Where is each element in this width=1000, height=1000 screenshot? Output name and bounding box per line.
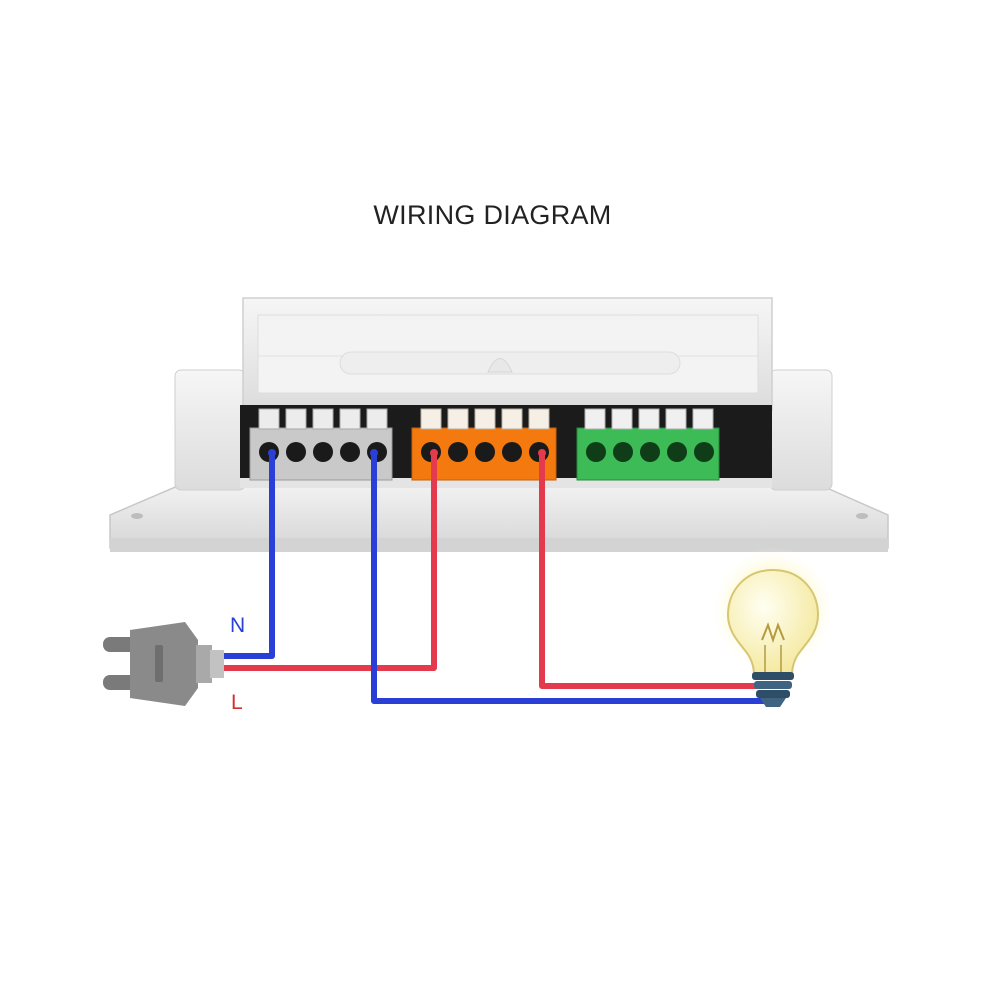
neutral-label: N [230, 614, 245, 637]
input-terminal-block [249, 408, 393, 481]
live-wire-input [222, 453, 437, 671]
light-bulb-icon [709, 546, 837, 707]
aux-terminal-block [576, 408, 720, 481]
neutral-wire-output [371, 453, 770, 704]
page-title: WIRING DIAGRAM [373, 200, 612, 230]
plug-icon [103, 622, 224, 706]
neutral-wire-input [222, 453, 275, 659]
relay-enclosure [109, 297, 889, 552]
live-label: L [231, 691, 243, 714]
live-wire-output [539, 453, 770, 689]
